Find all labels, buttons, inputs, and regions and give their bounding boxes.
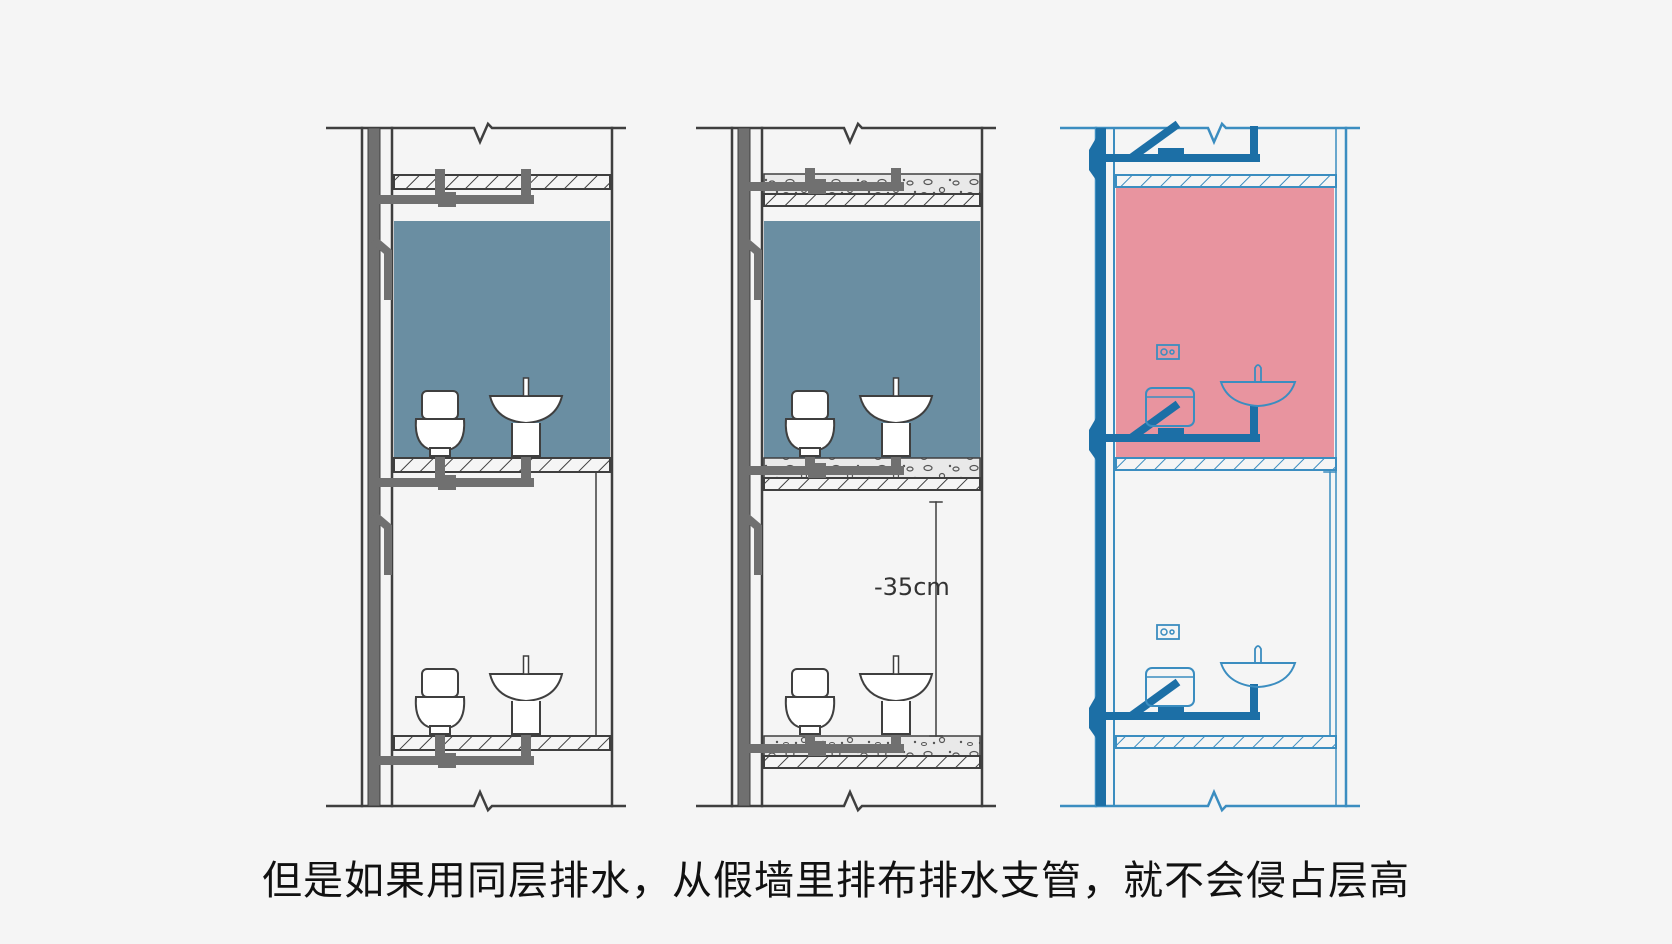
pipe-fitting xyxy=(1158,148,1184,160)
wall-basin-icon xyxy=(1219,645,1297,689)
stack-fitting xyxy=(1089,696,1096,738)
pipe-fitting xyxy=(808,463,826,478)
toilet-branch xyxy=(1128,400,1181,442)
flush-plate-icon xyxy=(1156,624,1180,640)
floor-slab xyxy=(763,193,981,207)
break-line xyxy=(1060,121,1360,146)
pipe-fitting xyxy=(808,741,826,756)
toilet-drain xyxy=(435,452,445,482)
floor-slab xyxy=(393,174,611,190)
stack-pipe xyxy=(367,127,381,807)
pipe-fitting xyxy=(808,179,826,194)
panel-conventional-drainage xyxy=(326,121,626,813)
floor-slab xyxy=(1115,457,1337,471)
basin-riser xyxy=(1250,684,1258,716)
toilet-icon xyxy=(414,390,466,457)
subtitle-caption: 但是如果用同层排水，从假墙里排布排水支管，就不会侵占层高 xyxy=(262,858,1410,904)
panel-drop-slab-drainage xyxy=(696,121,996,813)
break-line xyxy=(326,788,626,813)
toilet-drain xyxy=(805,730,815,748)
stack-fitting xyxy=(1089,138,1096,180)
pipe-fitting xyxy=(1158,428,1184,440)
break-line xyxy=(1060,788,1360,813)
pipe-fitting xyxy=(1158,706,1184,718)
toilet-branch xyxy=(1128,678,1181,720)
stack-pipe xyxy=(1096,128,1106,806)
toilet-icon xyxy=(414,668,466,735)
pipe-fitting xyxy=(438,192,456,207)
floor-slab xyxy=(763,477,981,491)
panel-same-floor-drainage xyxy=(1060,120,1360,813)
basin-drain xyxy=(891,730,901,748)
floor-slab xyxy=(1115,735,1337,749)
wall-hung-toilet-icon xyxy=(1145,667,1195,707)
basin-riser xyxy=(1250,406,1258,438)
washbasin-icon xyxy=(858,655,934,735)
floor-slab xyxy=(763,755,981,769)
toilet-icon xyxy=(784,668,836,735)
break-line xyxy=(696,121,996,146)
floor-slab xyxy=(393,735,611,751)
stack-fitting xyxy=(1089,418,1096,460)
wall-basin-icon xyxy=(1219,364,1297,408)
floor-slab xyxy=(1115,174,1337,188)
break-line xyxy=(326,121,626,146)
vent-branch xyxy=(371,511,392,575)
basin-drain xyxy=(891,452,901,470)
pipe-fitting xyxy=(438,475,456,490)
toilet-icon xyxy=(784,390,836,457)
vent-branch xyxy=(741,511,762,575)
wall-hung-toilet-icon xyxy=(1145,387,1195,427)
vent-branch xyxy=(741,236,762,300)
washbasin-icon xyxy=(488,377,564,457)
upper-room-fill xyxy=(1116,188,1334,458)
dimension-label: -35cm xyxy=(874,573,950,601)
pipe-fitting xyxy=(438,753,456,768)
toilet-branch xyxy=(1128,120,1181,162)
washbasin-icon xyxy=(858,377,934,457)
basin-drain xyxy=(521,730,531,760)
flush-plate-icon xyxy=(1156,344,1180,360)
toilet-drain xyxy=(435,730,445,760)
basin-drain xyxy=(521,452,531,482)
basin-drain xyxy=(891,168,901,186)
basin-drain xyxy=(521,169,531,199)
toilet-drain xyxy=(805,168,815,186)
floor-slab xyxy=(393,457,611,473)
toilet-drain xyxy=(435,169,445,199)
washbasin-icon xyxy=(488,655,564,735)
vent-branch xyxy=(371,236,392,300)
basin-riser xyxy=(1250,126,1258,158)
toilet-drain xyxy=(805,452,815,470)
break-line xyxy=(696,788,996,813)
